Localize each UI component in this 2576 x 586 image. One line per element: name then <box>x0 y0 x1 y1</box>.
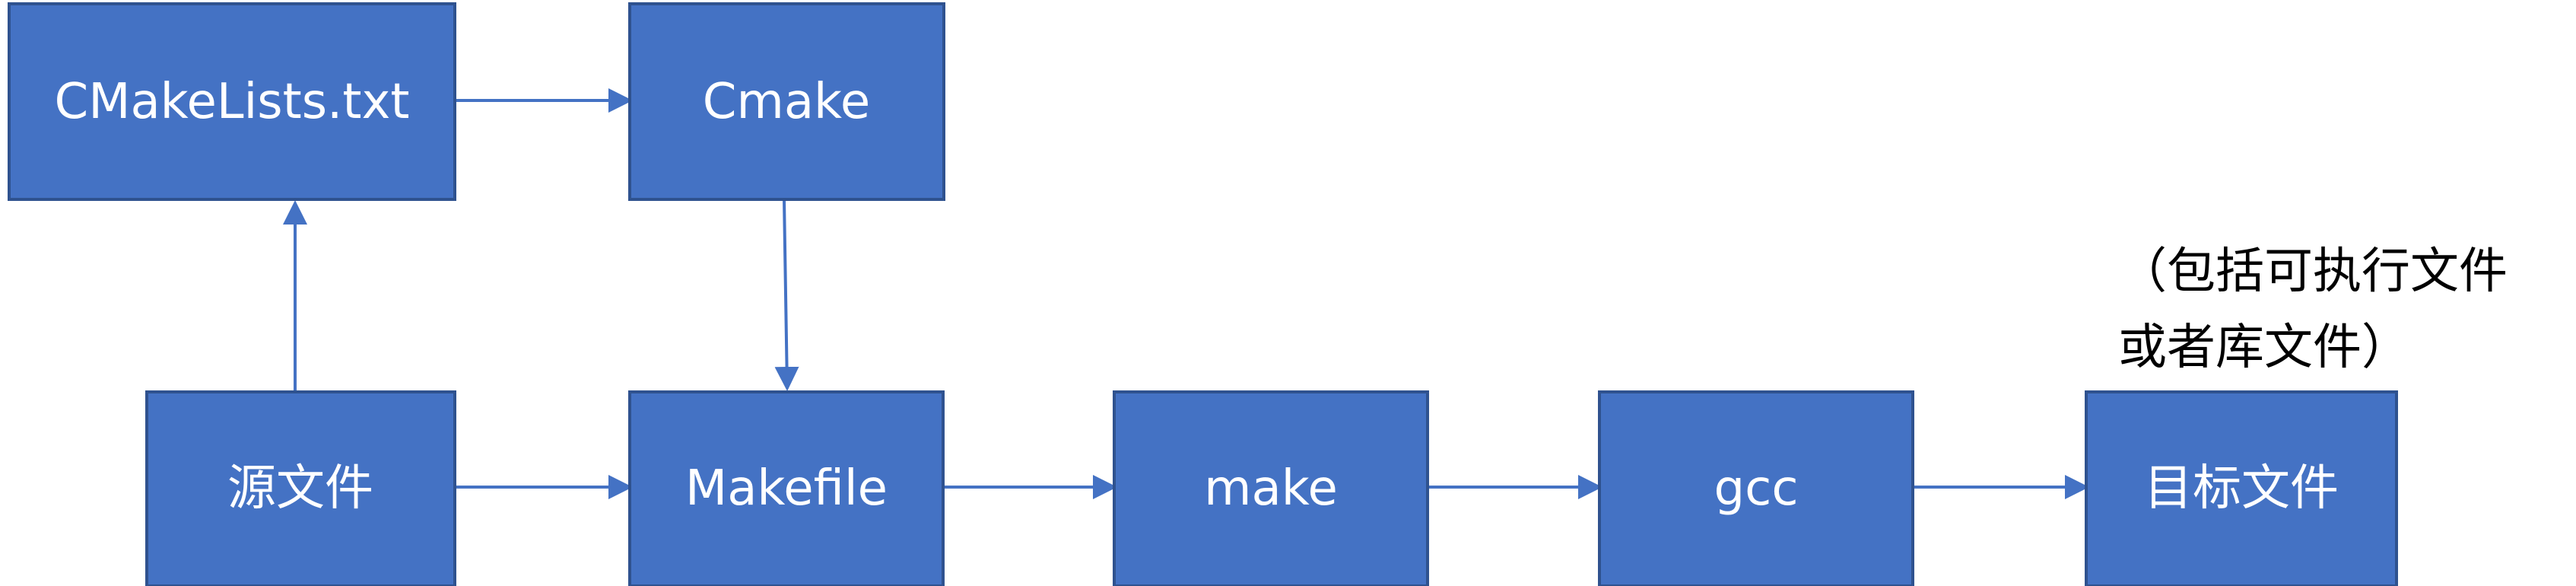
arrow-cmake-to-makefile <box>774 199 799 391</box>
node-target: 目标文件 <box>2085 390 2398 586</box>
node-gcc-label: gcc <box>1714 460 1799 517</box>
node-cmake-label: Cmake <box>703 74 870 130</box>
node-cmake: Cmake <box>628 2 945 201</box>
node-make-label: make <box>1204 460 1338 517</box>
node-source: 源文件 <box>145 390 456 586</box>
node-cmakelists: CMakeLists.txt <box>8 2 456 201</box>
node-makefile-label: Makefile <box>685 460 888 517</box>
target-annotation-line2: 或者库文件） <box>2118 320 2410 376</box>
node-target-label: 目标文件 <box>2144 460 2339 517</box>
node-source-label: 源文件 <box>227 460 373 517</box>
node-cmakelists-label: CMakeLists.txt <box>55 74 410 130</box>
target-annotation: （包括可执行文件 或者库文件） <box>2118 244 2508 376</box>
node-make: make <box>1113 390 1429 586</box>
node-gcc: gcc <box>1598 390 1914 586</box>
target-annotation-line1: （包括可执行文件 <box>2118 244 2508 300</box>
node-makefile: Makefile <box>628 390 945 586</box>
